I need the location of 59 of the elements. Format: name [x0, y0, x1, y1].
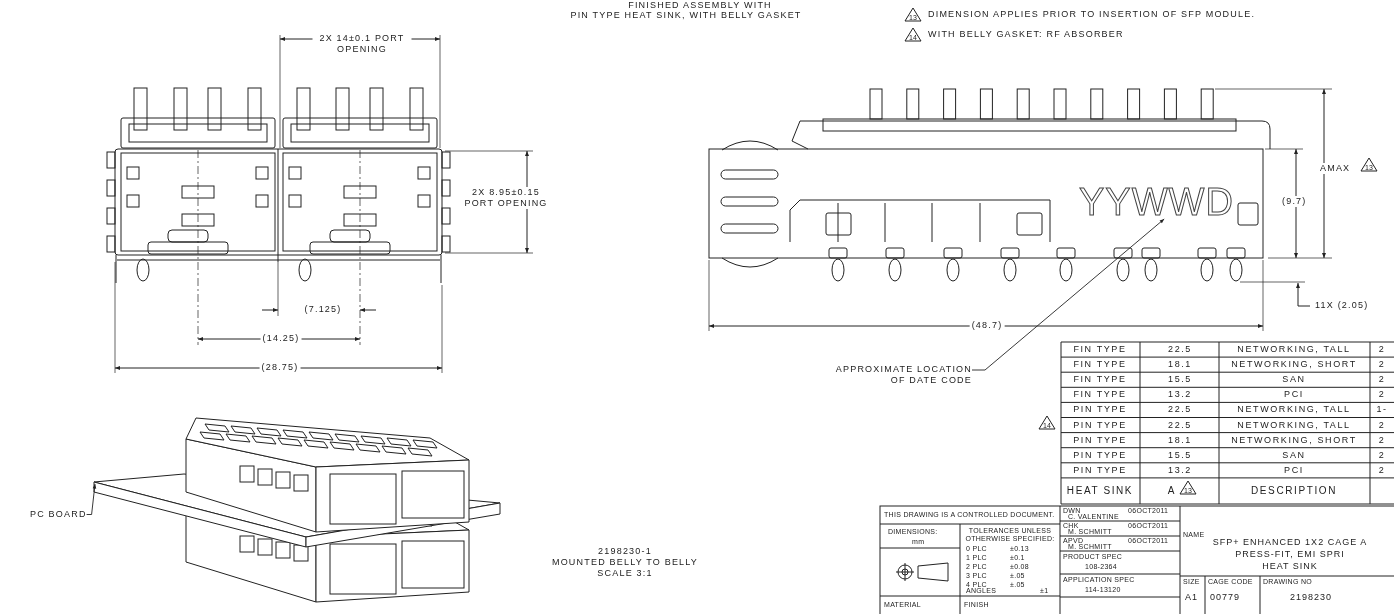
table-text: PIN TYPE [1073, 434, 1127, 446]
title-block-text: PRESS-FIT, EMI SPRI [1235, 549, 1345, 559]
table-text: NETWORKING, TALL [1237, 344, 1351, 355]
table-text: 18.1 [1168, 359, 1192, 371]
table-text: HEAT SINK [1066, 485, 1134, 496]
title-block-text: HEAT SINK [1262, 561, 1318, 571]
dimension-text: 2X 14±0.1 PORT OPENING [312, 33, 412, 55]
table-text: 13.2 [1168, 464, 1192, 476]
table-text: 13.2 [1168, 389, 1192, 401]
title-block-text: SFP+ ENHANCED 1X2 CAGE A [1212, 537, 1368, 547]
table-text: 18.1 [1168, 434, 1192, 446]
table-text: 2 [1378, 374, 1386, 386]
title-block-text: 2198230 [1290, 592, 1333, 602]
note-text: DIMENSION APPLIES PRIOR TO INSERTION OF SFP MODULE. [928, 9, 1256, 20]
table-text: PCI [1284, 389, 1304, 401]
table-text: SAN [1282, 449, 1306, 461]
table-text: 1- [1376, 404, 1388, 416]
table-text: NETWORKING, SHORT [1231, 359, 1357, 371]
date-code-marking: YYWWD [1079, 185, 1234, 219]
view-caption: 2198230-1 [598, 546, 652, 557]
table-text: 2 [1378, 464, 1386, 476]
table-text: NETWORKING, TALL [1237, 419, 1351, 431]
table-text: PIN TYPE [1073, 404, 1127, 416]
table-text: SAN [1282, 374, 1306, 386]
callout-text: APPROXIMATE LOCATION OF DATE CODE [822, 364, 972, 386]
table-text: 2 [1378, 449, 1386, 461]
table-text: 2 [1378, 344, 1386, 355]
table-text: PCI [1284, 464, 1304, 476]
dimension-text: (48.7) [969, 320, 1005, 331]
table-text: PIN TYPE [1073, 419, 1127, 431]
table-text: NETWORKING, TALL [1237, 404, 1351, 416]
table-text: NETWORKING, SHORT [1231, 434, 1357, 446]
drawing-title: FINISHED ASSEMBLY WITH [628, 0, 772, 11]
table-text: FIN TYPE [1073, 359, 1127, 371]
table-text: PIN TYPE [1073, 464, 1127, 476]
table-text: 15.5 [1168, 374, 1192, 386]
table-text: 15.5 [1168, 449, 1192, 461]
view-caption: SCALE 3:1 [597, 568, 653, 579]
table-text: DESCRIPTION [1251, 485, 1337, 496]
table-text: 2 [1378, 419, 1386, 431]
table-text: PIN TYPE [1073, 449, 1127, 461]
table-text: 2 [1378, 389, 1386, 401]
title-block-text: 00779 [1210, 592, 1241, 602]
view-caption: MOUNTED BELLY TO BELLY [551, 557, 699, 568]
note-text: WITH BELLY GASKET: RF ABSORBER [928, 29, 1124, 40]
table-text: 22.5 [1168, 404, 1192, 416]
table-text: A [1167, 485, 1177, 496]
table-text: FIN TYPE [1073, 389, 1127, 401]
table-text: 2 [1378, 434, 1386, 446]
callout-text: PC BOARD [30, 509, 87, 520]
table-text: 22.5 [1168, 344, 1192, 355]
table-text: 2 [1378, 359, 1386, 371]
table-text: FIN TYPE [1073, 374, 1127, 386]
table-text: FIN TYPE [1073, 344, 1127, 355]
table-text: 22.5 [1168, 419, 1192, 431]
dimension-text: (28.75) [259, 362, 301, 373]
dimension-text: (14.25) [260, 333, 302, 344]
drawing-title: PIN TYPE HEAT SINK, WITH BELLY GASKET [570, 10, 802, 21]
title-block-text: A1 [1185, 592, 1198, 602]
